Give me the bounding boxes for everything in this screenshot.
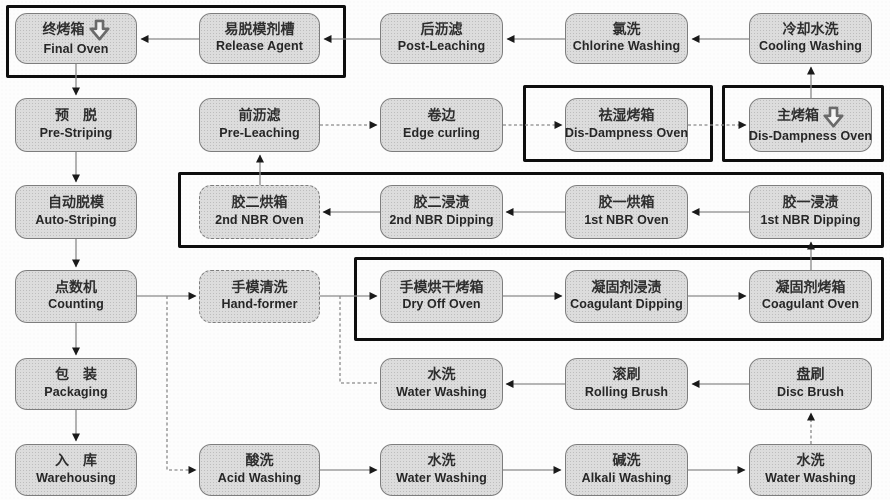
node-2nd-nbr-oven-label-zh: 胶二烘箱 [231, 196, 288, 212]
node-disc-brush-label-en: Disc Brush [777, 384, 844, 399]
node-water-washing-bottom-2-label-zh: 水洗 [796, 454, 825, 470]
frame-nbr-line [178, 172, 884, 248]
node-water-washing-mid-label-en: Water Washing [396, 384, 487, 399]
node-2nd-nbr-dipping-label-zh: 胶二浸渍 [413, 196, 470, 212]
node-main-oven: 主烤箱 Dis-Dampness Oven [749, 98, 872, 152]
node-packaging-label-zh: 包 装 [55, 368, 97, 384]
node-disc-brush: 盘刷 Disc Brush [749, 358, 872, 410]
node-chlorine-washing: 氯洗 Chlorine Washing [565, 13, 688, 64]
node-release-agent: 易脱模剂槽 Release Agent [199, 13, 320, 64]
frame-dis-dampness-oven [523, 85, 713, 162]
node-final-oven-text-zh: 终烤箱 [42, 22, 85, 38]
down-arrow-icon [823, 106, 844, 128]
node-rolling-brush-label-zh: 滚刷 [612, 368, 641, 384]
node-dry-off-oven: 手模烘干烤箱 Dry Off Oven [380, 270, 503, 323]
node-water-washing-bottom-1: 水洗 Water Washing [380, 444, 503, 496]
node-pre-leaching: 前沥滤 Pre-Leaching [199, 98, 320, 152]
node-counting-label-en: Counting [48, 297, 104, 312]
node-auto-striping-label-zh: 自动脱模 [48, 196, 104, 212]
node-release-agent-label-en: Release Agent [216, 39, 303, 54]
node-main-oven-label-zh: 主烤箱 [777, 106, 844, 129]
node-alkali-washing: 碱洗 Alkali Washing [565, 444, 688, 496]
node-edge-curling-label-zh: 卷边 [427, 109, 456, 125]
node-water-washing-bottom-1-label-en: Water Washing [396, 470, 487, 485]
node-2nd-nbr-dipping: 胶二浸渍 2nd NBR Dipping [380, 185, 503, 239]
node-packaging: 包 装 Packaging [15, 358, 137, 410]
node-2nd-nbr-oven-label-en: 2nd NBR Oven [215, 212, 304, 227]
node-coagulant-oven-label-en: Coagulant Oven [761, 297, 860, 312]
node-1st-nbr-dipping-label-en: 1st NBR Dipping [760, 212, 861, 227]
node-main-oven-label-en: Dis-Dampness Oven [748, 128, 873, 143]
node-dis-dampness-oven-label-zh: 祛湿烤箱 [598, 109, 655, 125]
node-coagulant-dipping-label-zh: 凝固剂浸渍 [591, 280, 662, 296]
node-water-washing-bottom-2: 水洗 Water Washing [749, 444, 872, 496]
node-1st-nbr-oven: 胶一烘箱 1st NBR Oven [565, 185, 688, 239]
node-edge-curling-label-en: Edge curling [403, 125, 480, 140]
node-post-leaching-label-en: Post-Leaching [397, 39, 486, 54]
node-acid-washing-label-en: Acid Washing [217, 470, 302, 485]
node-cooling-washing-label-zh: 冷却水洗 [782, 22, 839, 38]
node-pre-striping-label-en: Pre-Striping [39, 125, 113, 140]
node-release-agent-label-zh: 易脱模剂槽 [224, 22, 295, 38]
node-hand-former-label-en: Hand-former [221, 297, 298, 312]
node-counting-label-zh: 点数机 [55, 280, 97, 296]
node-hand-former: 手模清洗 Hand-former [199, 270, 320, 323]
node-counting: 点数机 Counting [15, 270, 137, 323]
node-water-washing-bottom-2-label-en: Water Washing [765, 470, 856, 485]
node-pre-striping: 预 脱 Pre-Striping [15, 98, 137, 152]
node-dry-off-oven-label-en: Dry Off Oven [402, 297, 481, 312]
node-water-washing-bottom-1-label-zh: 水洗 [427, 454, 456, 470]
node-1st-nbr-dipping: 胶一浸渍 1st NBR Dipping [749, 185, 872, 239]
node-water-washing-mid: 水洗 Water Washing [380, 358, 503, 410]
node-disc-brush-label-zh: 盘刷 [796, 368, 825, 384]
node-warehousing-label-en: Warehousing [36, 470, 116, 485]
node-dis-dampness-oven-label-en: Dis-Dampness Oven [564, 125, 689, 140]
node-1st-nbr-oven-label-en: 1st NBR Oven [584, 212, 669, 227]
node-dry-off-oven-label-zh: 手模烘干烤箱 [399, 280, 484, 296]
node-main-oven-text-zh: 主烤箱 [777, 109, 819, 125]
down-arrow-icon [88, 19, 110, 41]
node-final-oven: 终烤箱 Final Oven [15, 13, 137, 64]
node-auto-striping: 自动脱模 Auto-Striping [15, 185, 137, 239]
node-coagulant-oven: 凝固剂烤箱 Coagulant Oven [749, 270, 872, 323]
node-chlorine-washing-label-zh: 氯洗 [612, 22, 641, 38]
node-alkali-washing-label-zh: 碱洗 [612, 454, 641, 470]
node-water-washing-mid-label-zh: 水洗 [427, 368, 456, 384]
node-rolling-brush: 滚刷 Rolling Brush [565, 358, 688, 410]
node-coagulant-oven-label-zh: 凝固剂烤箱 [775, 280, 846, 296]
frame-final-oven-release-agent [6, 5, 346, 78]
node-2nd-nbr-dipping-label-en: 2nd NBR Dipping [389, 212, 494, 227]
node-dis-dampness-oven: 祛湿烤箱 Dis-Dampness Oven [565, 98, 688, 152]
node-rolling-brush-label-en: Rolling Brush [584, 384, 669, 399]
node-alkali-washing-label-en: Alkali Washing [581, 470, 672, 485]
node-cooling-washing-label-en: Cooling Washing [758, 39, 863, 54]
node-pre-leaching-label-en: Pre-Leaching [219, 125, 300, 140]
frame-main-oven [722, 85, 884, 162]
node-2nd-nbr-oven: 胶二烘箱 2nd NBR Oven [199, 185, 320, 239]
node-warehousing: 入 库 Warehousing [15, 444, 137, 496]
node-coagulant-dipping: 凝固剂浸渍 Coagulant Dipping [565, 270, 688, 323]
node-1st-nbr-dipping-label-zh: 胶一浸渍 [782, 196, 839, 212]
node-post-leaching-label-zh: 后沥滤 [420, 22, 463, 38]
node-1st-nbr-oven-label-zh: 胶一烘箱 [598, 196, 655, 212]
node-packaging-label-en: Packaging [44, 384, 108, 399]
node-final-oven-label-en: Final Oven [43, 42, 109, 57]
edge-counting-branch-to-acid-washing [166, 296, 197, 474]
node-coagulant-dipping-label-en: Coagulant Dipping [570, 297, 683, 312]
node-auto-striping-label-en: Auto-Striping [35, 212, 117, 227]
node-warehousing-label-zh: 入 库 [55, 454, 97, 470]
node-final-oven-label-zh: 终烤箱 [43, 19, 110, 42]
node-hand-former-label-zh: 手模清洗 [231, 280, 288, 296]
node-chlorine-washing-label-en: Chlorine Washing [572, 39, 681, 54]
node-cooling-washing: 冷却水洗 Cooling Washing [749, 13, 872, 64]
node-pre-striping-label-zh: 预 脱 [55, 109, 97, 125]
node-acid-washing-label-zh: 酸洗 [245, 454, 274, 470]
node-post-leaching: 后沥滤 Post-Leaching [380, 13, 503, 64]
node-acid-washing: 酸洗 Acid Washing [199, 444, 320, 496]
node-pre-leaching-label-zh: 前沥滤 [238, 109, 281, 125]
node-edge-curling: 卷边 Edge curling [380, 98, 503, 152]
